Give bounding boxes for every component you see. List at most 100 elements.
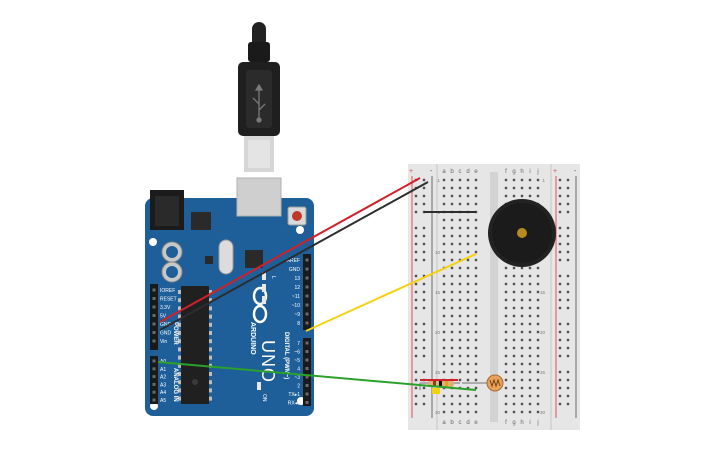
breadboard-hole[interactable] — [474, 242, 478, 246]
breadboard-hole[interactable] — [504, 370, 508, 374]
breadboard-hole[interactable] — [536, 282, 540, 286]
header-pin[interactable] — [152, 314, 156, 317]
breadboard-hole[interactable] — [466, 346, 470, 350]
header-pin[interactable] — [152, 359, 156, 363]
breadboard-hole[interactable] — [466, 298, 470, 302]
breadboard-hole[interactable] — [450, 402, 454, 406]
breadboard-hole[interactable] — [504, 394, 508, 398]
breadboard-hole[interactable] — [450, 194, 454, 198]
rail-hole[interactable] — [566, 290, 570, 294]
breadboard-hole[interactable] — [512, 314, 516, 318]
breadboard-hole[interactable] — [536, 178, 540, 182]
breadboard-hole[interactable] — [442, 370, 446, 374]
rail-hole[interactable] — [566, 226, 570, 230]
breadboard-hole[interactable] — [520, 410, 524, 414]
rail-hole[interactable] — [414, 346, 418, 350]
breadboard-hole[interactable] — [536, 346, 540, 350]
breadboard-hole[interactable] — [528, 298, 532, 302]
rail-hole[interactable] — [414, 250, 418, 254]
breadboard-hole[interactable] — [474, 386, 478, 390]
rail-hole[interactable] — [558, 354, 562, 358]
rail-hole[interactable] — [566, 394, 570, 398]
rail-hole[interactable] — [422, 258, 426, 262]
breadboard-hole[interactable] — [536, 306, 540, 310]
rail-hole[interactable] — [414, 226, 418, 230]
breadboard-hole[interactable] — [450, 266, 454, 270]
breadboard-hole[interactable] — [504, 322, 508, 326]
breadboard-hole[interactable] — [458, 234, 462, 238]
breadboard-hole[interactable] — [458, 338, 462, 342]
breadboard-hole[interactable] — [442, 290, 446, 294]
breadboard-hole[interactable] — [458, 370, 462, 374]
breadboard-hole[interactable] — [536, 266, 540, 270]
breadboard-hole[interactable] — [520, 194, 524, 198]
breadboard-hole[interactable] — [520, 346, 524, 350]
breadboard-hole[interactable] — [512, 194, 516, 198]
header-pin[interactable] — [152, 398, 156, 402]
breadboard-hole[interactable] — [450, 250, 454, 254]
breadboard-hole[interactable] — [536, 330, 540, 334]
breadboard-hole[interactable] — [528, 282, 532, 286]
breadboard-hole[interactable] — [512, 338, 516, 342]
breadboard-hole[interactable] — [450, 282, 454, 286]
breadboard-hole[interactable] — [528, 354, 532, 358]
breadboard-hole[interactable] — [442, 362, 446, 366]
breadboard-hole[interactable] — [442, 274, 446, 278]
breadboard-hole[interactable] — [474, 218, 478, 222]
rail-hole[interactable] — [566, 330, 570, 334]
breadboard-hole[interactable] — [466, 290, 470, 294]
header-pin[interactable] — [152, 339, 156, 343]
rail-hole[interactable] — [566, 370, 570, 374]
breadboard-hole[interactable] — [450, 178, 454, 182]
rail-hole[interactable] — [414, 194, 418, 198]
breadboard-hole[interactable] — [504, 186, 508, 190]
breadboard-hole[interactable] — [474, 338, 478, 342]
breadboard-hole[interactable] — [536, 314, 540, 318]
breadboard-hole[interactable] — [450, 338, 454, 342]
breadboard-hole[interactable] — [520, 354, 524, 358]
rail-hole[interactable] — [422, 290, 426, 294]
breadboard-hole[interactable] — [442, 282, 446, 286]
header-pin[interactable] — [305, 401, 309, 404]
header-pin[interactable] — [305, 258, 309, 262]
breadboard-hole[interactable] — [442, 234, 446, 238]
rail-hole[interactable] — [422, 370, 426, 374]
breadboard-hole[interactable] — [442, 202, 446, 206]
header-pin[interactable] — [152, 375, 156, 379]
breadboard-hole[interactable] — [458, 178, 462, 182]
rail-hole[interactable] — [566, 242, 570, 246]
rail-hole[interactable] — [414, 354, 418, 358]
breadboard-hole[interactable] — [528, 322, 532, 326]
breadboard-hole[interactable] — [474, 178, 478, 182]
rail-hole[interactable] — [558, 394, 562, 398]
rail-hole[interactable] — [566, 378, 570, 382]
breadboard-hole[interactable] — [520, 362, 524, 366]
breadboard-hole[interactable] — [466, 242, 470, 246]
rail-hole[interactable] — [422, 282, 426, 286]
breadboard-hole[interactable] — [442, 306, 446, 310]
breadboard-hole[interactable] — [536, 322, 540, 326]
breadboard-hole[interactable] — [466, 378, 470, 382]
rail-hole[interactable] — [422, 202, 426, 206]
breadboard-hole[interactable] — [466, 330, 470, 334]
breadboard-hole[interactable] — [442, 258, 446, 262]
breadboard-hole[interactable] — [466, 322, 470, 326]
breadboard-hole[interactable] — [458, 346, 462, 350]
breadboard-hole[interactable] — [536, 354, 540, 358]
rail-hole[interactable] — [422, 186, 426, 190]
rail-hole[interactable] — [566, 258, 570, 262]
header-pin[interactable] — [305, 367, 309, 370]
breadboard-hole[interactable] — [536, 410, 540, 414]
breadboard-hole[interactable] — [466, 202, 470, 206]
breadboard-hole[interactable] — [442, 394, 446, 398]
breadboard-hole[interactable] — [458, 282, 462, 286]
breadboard-hole[interactable] — [458, 322, 462, 326]
rail-hole[interactable] — [422, 322, 426, 326]
breadboard-hole[interactable] — [466, 354, 470, 358]
breadboard-hole[interactable] — [466, 410, 470, 414]
breadboard-hole[interactable] — [520, 186, 524, 190]
rail-hole[interactable] — [558, 250, 562, 254]
rail-hole[interactable] — [558, 282, 562, 286]
rail-hole[interactable] — [558, 242, 562, 246]
breadboard-hole[interactable] — [442, 218, 446, 222]
